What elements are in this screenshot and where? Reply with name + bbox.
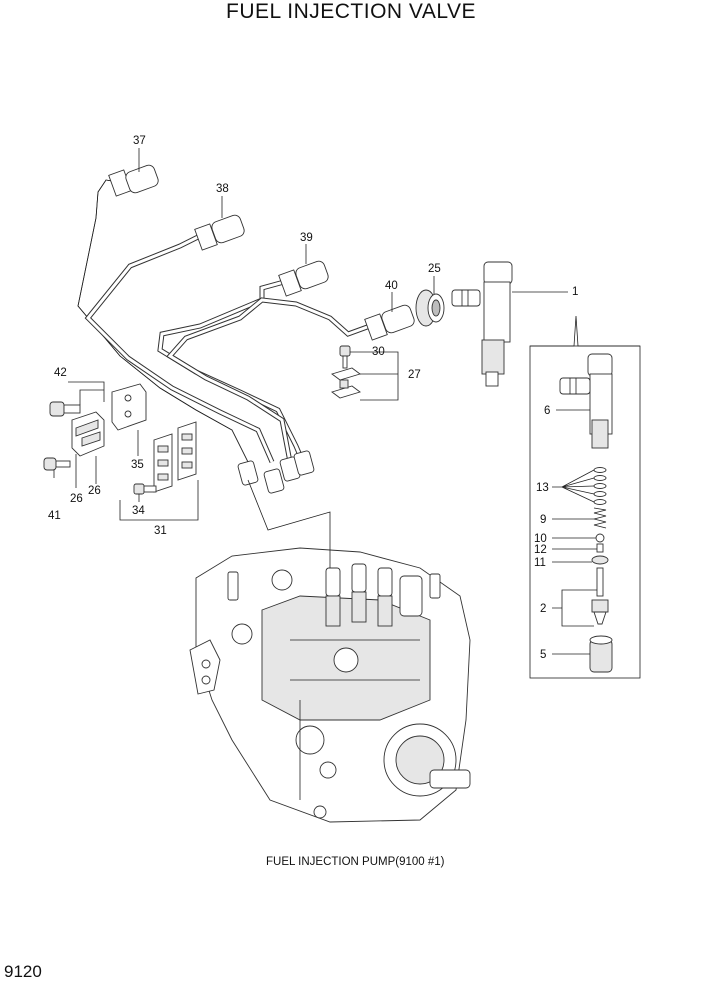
callout-13: 13 (536, 482, 549, 494)
callout-39: 39 (300, 232, 313, 244)
spring-9[interactable] (593, 507, 607, 529)
bolt-30[interactable] (339, 345, 351, 369)
injector-detail-frame (529, 345, 641, 679)
spring-seat-10[interactable] (595, 533, 605, 543)
callout-25: 25 (428, 263, 441, 275)
callout-9: 9 (540, 514, 546, 526)
leader-lines (53, 148, 597, 655)
pin-12[interactable] (596, 543, 604, 553)
page-number: 9120 (4, 962, 42, 981)
callout-26a: 26 (88, 485, 101, 497)
callout-6: 6 (544, 405, 550, 417)
shims-13[interactable] (593, 467, 607, 505)
clamp-plate-35[interactable] (111, 383, 147, 431)
callout-27: 27 (408, 369, 421, 381)
callout-12: 12 (534, 544, 547, 556)
callout-2: 2 (540, 603, 546, 615)
clamp-27[interactable] (331, 367, 361, 399)
callout-1: 1 (572, 286, 578, 298)
callout-10: 10 (534, 533, 547, 545)
nozzle-seat-25[interactable] (415, 289, 445, 327)
nozzle-nut-5[interactable] (589, 635, 613, 673)
clamp-26[interactable] (71, 411, 105, 457)
callout-41: 41 (48, 510, 61, 522)
callout-37: 37 (133, 135, 146, 147)
pump-caption: FUEL INJECTION PUMP(9100 #1) (266, 856, 445, 868)
bolt-41[interactable] (43, 457, 71, 471)
callout-26b: 26 (70, 493, 83, 505)
callout-5: 5 (540, 649, 546, 661)
callout-38: 38 (216, 183, 229, 195)
callout-30: 30 (372, 346, 385, 358)
callout-11: 11 (534, 557, 546, 569)
nozzle-holder-6[interactable] (559, 353, 613, 449)
callout-42: 42 (54, 367, 67, 379)
detail-pointer (530, 315, 640, 347)
injector-assembly[interactable] (451, 261, 513, 387)
callout-34: 34 (132, 505, 145, 517)
fuel-pipe-38[interactable] (84, 214, 275, 464)
bolt-42[interactable] (49, 401, 81, 417)
distance-piece-11[interactable] (591, 555, 609, 565)
bolt-34[interactable] (133, 483, 157, 495)
page-title: FUEL INJECTION VALVE (226, 0, 476, 23)
callout-40: 40 (385, 280, 398, 292)
callout-35: 35 (131, 459, 144, 471)
fuel-pipe-37[interactable] (77, 164, 249, 463)
callout-31: 31 (154, 525, 167, 537)
fuel-injection-pump[interactable] (189, 547, 471, 823)
pipe-end-nuts (237, 450, 315, 494)
fuel-pipe-40[interactable] (166, 297, 416, 463)
nozzle-2[interactable] (591, 567, 609, 625)
clamp-31[interactable] (153, 421, 197, 493)
